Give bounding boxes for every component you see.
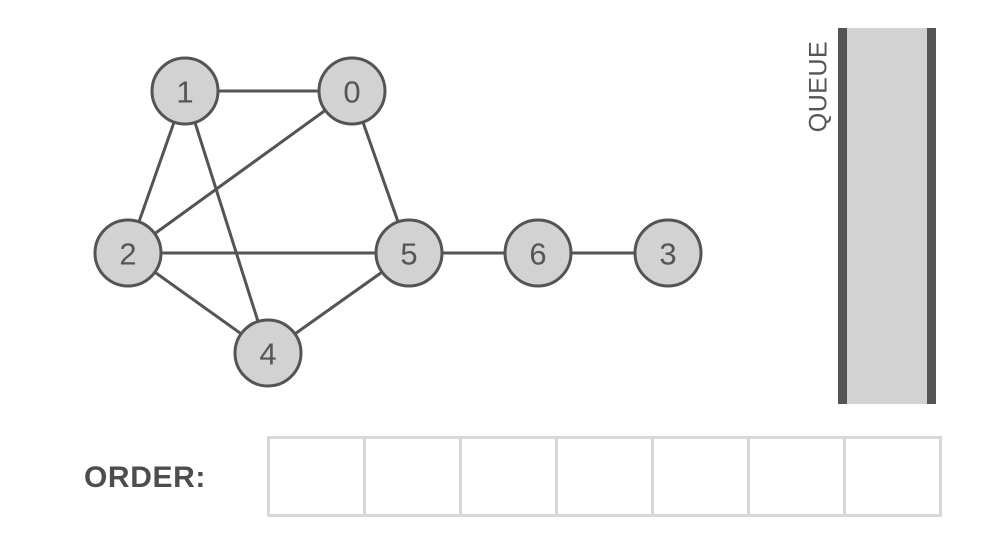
graph-node-circle-3[interactable] — [633, 218, 703, 288]
queue-panel: QUEUE — [798, 28, 948, 404]
queue-fill — [847, 28, 927, 404]
order-cells — [267, 436, 942, 517]
graph-node-3[interactable]: 3 — [633, 218, 703, 288]
order-row: ORDER: — [0, 430, 982, 525]
order-cell-4[interactable] — [654, 439, 750, 514]
graph-node-circle-2[interactable] — [93, 218, 163, 288]
graph-node-label-2: 2 — [119, 237, 136, 272]
queue-items — [847, 28, 927, 404]
graph-node-label-6: 6 — [529, 237, 546, 272]
graph-node-4[interactable]: 4 — [233, 318, 303, 388]
graph-node-2[interactable]: 2 — [93, 218, 163, 288]
order-cell-1[interactable] — [366, 439, 462, 514]
graph-node-circle-1[interactable] — [150, 56, 220, 126]
node-layer: 0 1 2 3 4 5 6 — [93, 56, 703, 388]
graph-node-5[interactable]: 5 — [374, 218, 444, 288]
graph-panel: 0 1 2 3 4 5 6 — [93, 56, 703, 388]
queue-track — [838, 28, 936, 404]
graph-node-6[interactable]: 6 — [503, 218, 573, 288]
queue-label: QUEUE — [804, 40, 833, 133]
graph-node-1[interactable]: 1 — [150, 56, 220, 126]
graph-node-label-1: 1 — [176, 75, 193, 110]
order-cell-0[interactable] — [270, 439, 366, 514]
order-cell-5[interactable] — [750, 439, 846, 514]
order-cell-2[interactable] — [462, 439, 558, 514]
graph-node-0[interactable]: 0 — [317, 56, 387, 126]
graph-node-label-0: 0 — [343, 75, 360, 110]
graph-edge-0-2 — [127, 89, 353, 255]
graph-node-circle-4[interactable] — [233, 318, 303, 388]
order-label: ORDER: — [84, 460, 206, 494]
graph-node-label-5: 5 — [400, 237, 417, 272]
graph-canvas: 0 1 2 3 4 5 6 — [93, 56, 703, 388]
graph-node-label-4: 4 — [259, 337, 276, 372]
queue-rail-left — [838, 28, 847, 404]
graph-edge-1-4 — [183, 90, 270, 354]
order-cell-6[interactable] — [846, 439, 939, 514]
queue-rail-right — [927, 28, 936, 404]
graph-node-circle-6[interactable] — [503, 218, 573, 288]
order-cell-3[interactable] — [558, 439, 654, 514]
graph-node-circle-0[interactable] — [317, 56, 387, 126]
graph-node-circle-5[interactable] — [374, 218, 444, 288]
graph-node-label-3: 3 — [659, 237, 676, 272]
